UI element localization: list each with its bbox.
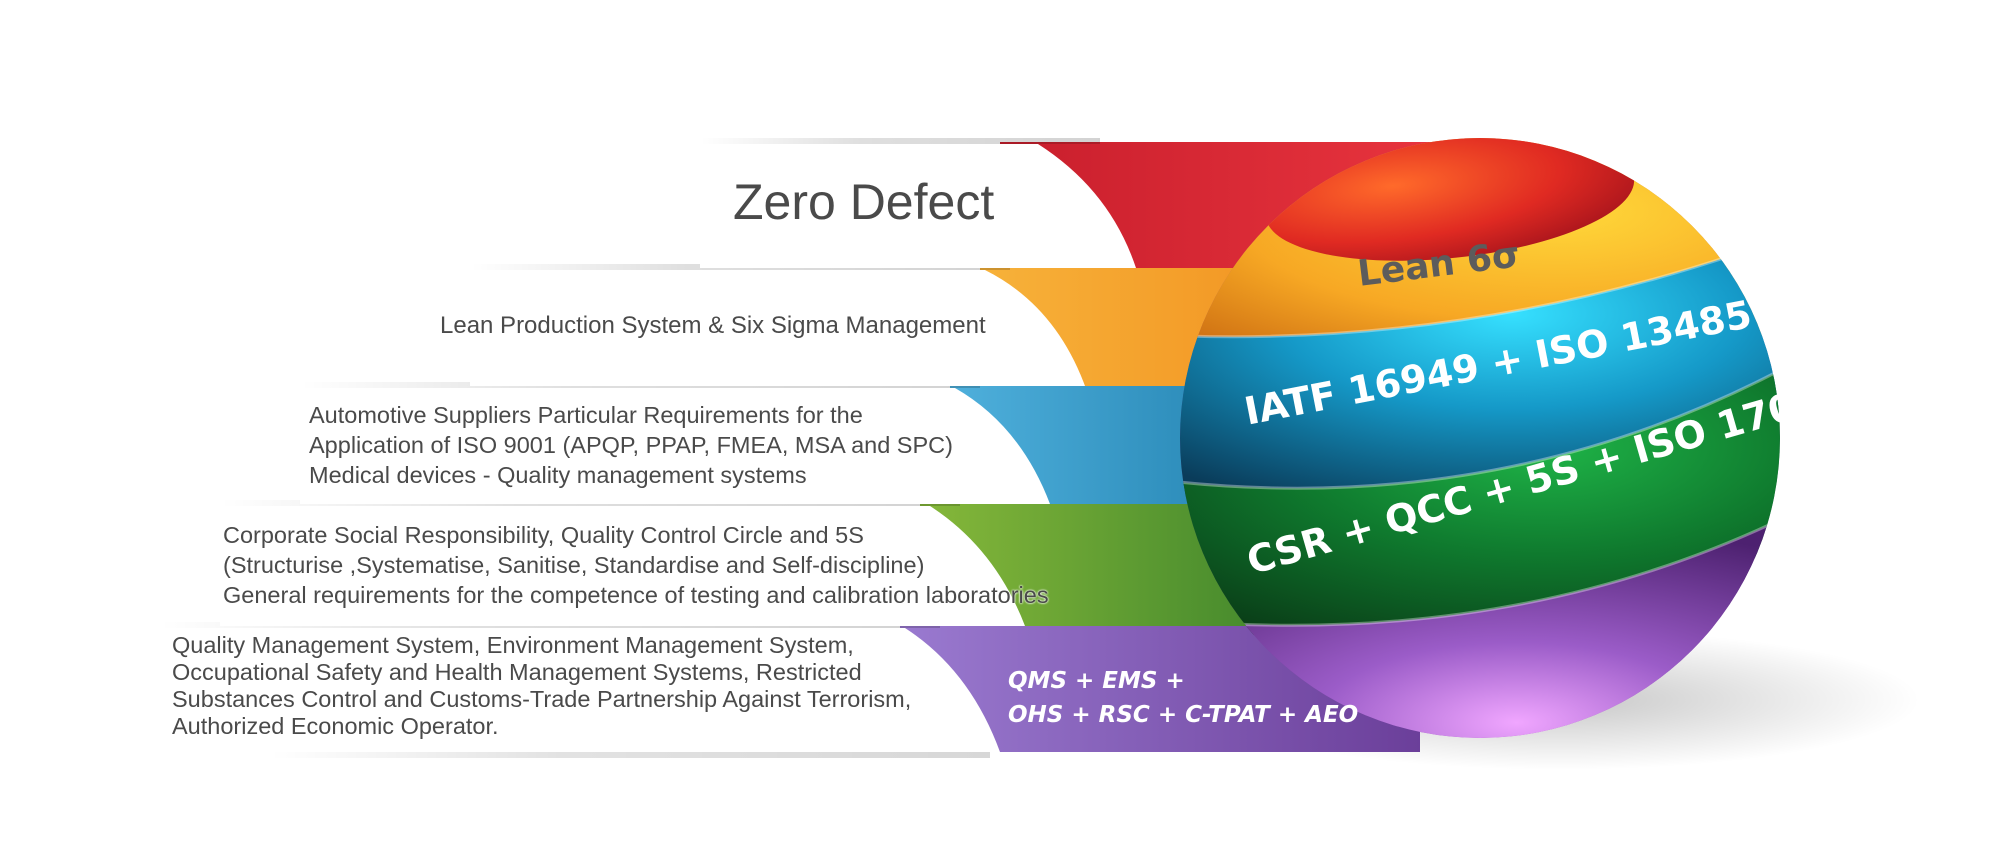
csr-description: Corporate Social Responsibility, Quality… (223, 520, 1049, 610)
qms-description: Quality Management System, Environment M… (172, 632, 911, 740)
panel-iatf (300, 388, 1050, 504)
csr-description-line-1: Corporate Social Responsibility, Quality… (223, 522, 864, 548)
band-label-qms: QMS + EMS + OHS + RSC + C-TPAT + AEO (1008, 664, 1358, 732)
iatf-description-line-3: Medical devices - Quality management sys… (309, 462, 807, 488)
sphere-band-green (1180, 365, 1780, 636)
iatf-description-line-1: Automotive Suppliers Particular Requirem… (309, 402, 863, 428)
panel-qms (160, 628, 1000, 752)
diagram-title: Zero Defect (733, 174, 995, 230)
qms-description-line-1: Quality Management System, Environment M… (172, 632, 854, 658)
qms-description-line-3: Substances Control and Customs-Trade Par… (172, 686, 912, 712)
lean-description: Lean Production System & Six Sigma Manag… (440, 312, 986, 340)
iatf-description-line-2: Application of ISO 9001 (APQP, PPAP, FME… (309, 432, 953, 458)
csr-description-line-3: General requirements for the competence … (223, 582, 1049, 608)
panel-shadow-bottom (270, 752, 990, 758)
qms-description-line-4: Authorized Economic Operator. (172, 713, 499, 739)
iatf-description: Automotive Suppliers Particular Requirem… (309, 400, 953, 490)
panel-zero-defect (700, 144, 1136, 268)
sphere-cap-red (1265, 138, 1635, 261)
panel-lean (470, 270, 1085, 386)
qms-description-line-2: Occupational Safety and Health Managemen… (172, 659, 862, 685)
band-label-qms-line-2: OHS + RSC + C-TPAT + AEO (1008, 702, 1359, 728)
csr-description-line-2: (Structurise ,Systematise, Sanitise, Sta… (223, 552, 925, 578)
panel-csr (220, 506, 1025, 626)
band-label-qms-line-1: QMS + EMS + (1008, 668, 1185, 694)
lean-description-line: Lean Production System & Six Sigma Manag… (440, 312, 986, 339)
panel-shadow-1 (700, 138, 1100, 144)
